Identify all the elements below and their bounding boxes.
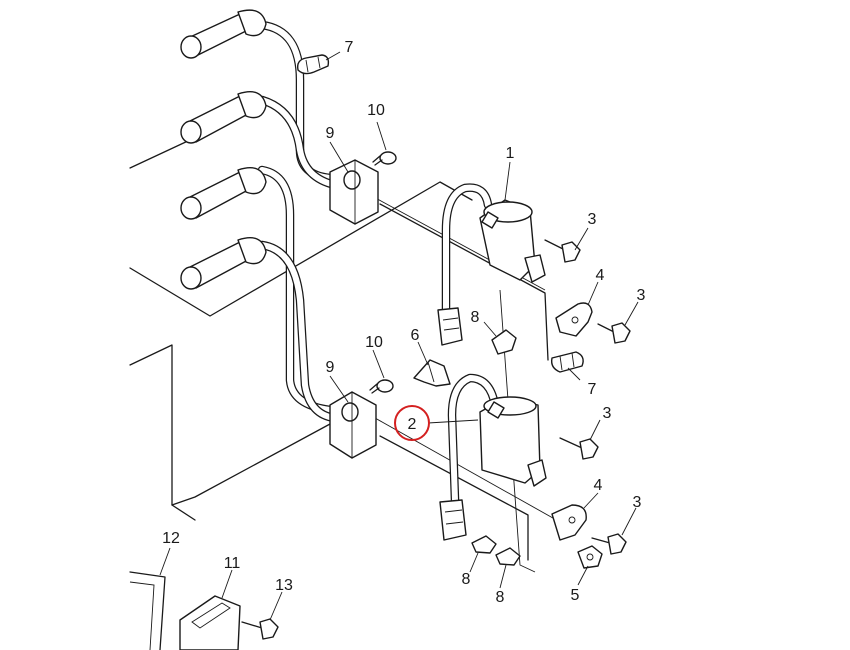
callout-1: 1 [506, 145, 515, 162]
leader-lines [159, 51, 639, 621]
callout-8-b: 8 [462, 571, 471, 588]
screw-10-lower [369, 379, 394, 394]
bracket-4-lower [551, 504, 587, 541]
clamp-7-upper [296, 54, 330, 75]
callout-4-b: 4 [594, 477, 603, 494]
bolt-13 [241, 618, 279, 640]
callout-8-a: 8 [471, 309, 480, 326]
nut-5 [577, 545, 603, 569]
callout-8-c: 8 [496, 589, 505, 606]
clip-8-lower-b [495, 547, 521, 566]
callout-7-a: 7 [345, 39, 354, 56]
bracket-4-upper [555, 302, 593, 337]
callout-11: 11 [224, 555, 241, 572]
callout-7-b: 7 [588, 381, 597, 398]
clip-8-lower-a [471, 535, 497, 554]
bolt-3-d [591, 533, 627, 555]
callout-4-a: 4 [596, 267, 605, 284]
bolt-3-c [559, 437, 599, 460]
plug-cap-2 [180, 91, 267, 144]
bolt-3-b [597, 322, 631, 344]
highlight-circle [394, 405, 430, 441]
clamp-7-lower [550, 351, 584, 373]
plug-cap-4 [180, 237, 267, 290]
callout-5: 5 [571, 587, 580, 604]
bolt-3-a [544, 239, 581, 263]
plug-cap-3 [180, 167, 267, 220]
ignition-coil-1 [437, 183, 546, 346]
callout-12: 12 [162, 530, 180, 547]
callout-10-b: 10 [365, 334, 383, 351]
lead-holder-lower [329, 391, 377, 459]
callout-3-a: 3 [588, 211, 597, 228]
gasket-12 [129, 571, 166, 650]
ignition-coil-2 [439, 373, 547, 541]
clip-8-upper [491, 329, 517, 355]
screw-10-upper [372, 151, 397, 166]
plug-cap-1 [180, 9, 267, 59]
callout-3-c: 3 [603, 405, 612, 422]
lead-holder-upper [329, 159, 379, 225]
callout-3-b: 3 [637, 287, 646, 304]
callout-2: 2 [408, 416, 417, 433]
callout-labels: 1 2 3 3 3 3 4 4 5 6 7 7 8 8 8 9 9 10 10 … [162, 39, 645, 606]
callout-9-b: 9 [326, 359, 335, 376]
callout-9-a: 9 [326, 125, 335, 142]
callout-6: 6 [411, 327, 420, 344]
spark-plug-caps [180, 9, 340, 423]
callout-10-a: 10 [367, 102, 385, 119]
cdi-unit-11 [179, 595, 241, 650]
callout-3-d: 3 [633, 494, 642, 511]
holder-6 [413, 359, 451, 387]
callout-13: 13 [275, 577, 293, 594]
